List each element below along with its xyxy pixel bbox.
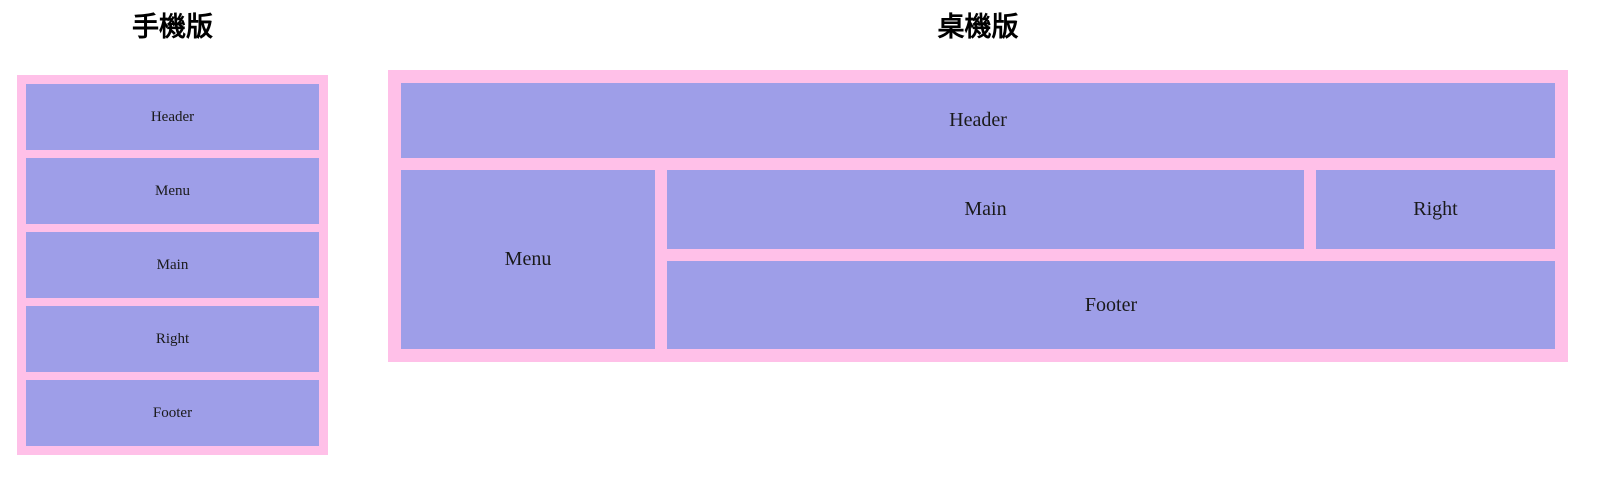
mobile-block-menu: Menu (26, 158, 319, 224)
desktop-section-title: 桌機版 (937, 12, 1019, 42)
mobile-block-right: Right (26, 306, 319, 372)
mobile-layout-container: Header Menu Main Right Footer (17, 75, 328, 455)
desktop-block-right: Right (1316, 170, 1555, 249)
desktop-block-menu: Menu (401, 170, 655, 349)
mobile-block-main: Main (26, 232, 319, 298)
desktop-block-main: Main (667, 170, 1304, 249)
mobile-block-footer: Footer (26, 380, 319, 446)
desktop-block-footer: Footer (667, 261, 1555, 349)
desktop-block-header: Header (401, 83, 1555, 158)
mobile-block-header: Header (26, 84, 319, 150)
mobile-section-title: 手機版 (132, 12, 213, 42)
desktop-layout-container: Header Menu Main Right Footer (388, 70, 1568, 362)
